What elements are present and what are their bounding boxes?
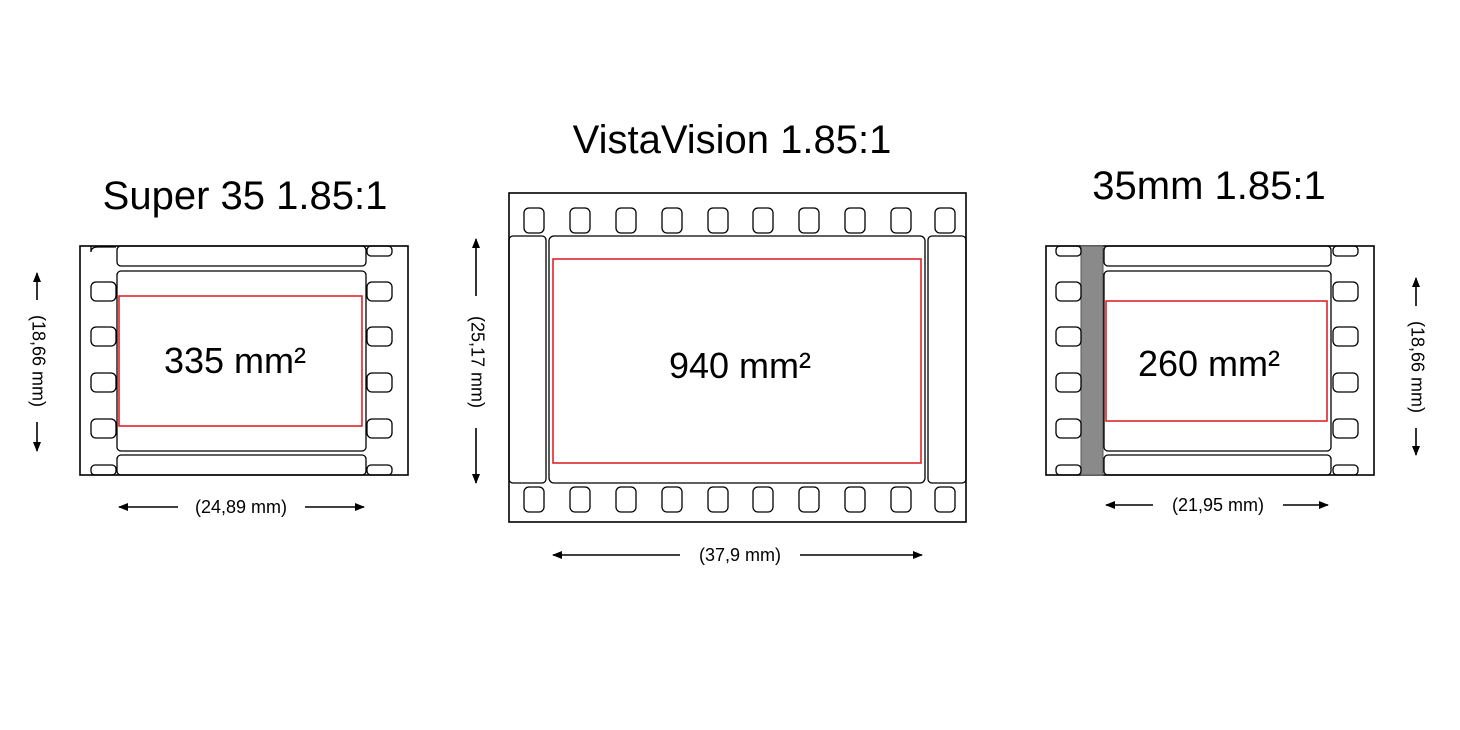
perforation <box>1055 418 1082 439</box>
perforation <box>1332 245 1359 257</box>
adjacent-frame-bottom <box>1103 454 1332 476</box>
perforation <box>661 486 683 513</box>
35mm-area-label: 260 mm² <box>1138 343 1280 384</box>
adjacent-frame-top <box>116 245 367 267</box>
perforation <box>1332 326 1359 347</box>
adjacent-frame-bottom <box>116 454 367 476</box>
perforation <box>366 245 393 257</box>
vistavision-title: VistaVision 1.85:1 <box>573 118 892 162</box>
perforation <box>523 486 545 513</box>
vistavision-width-label: (37,9 mm) <box>699 545 781 565</box>
super35-height-dimension: (18,66 mm) <box>28 272 48 452</box>
perforations-top <box>523 207 956 234</box>
35mm-width-label: (21,95 mm) <box>1172 495 1264 515</box>
35mm-height-dimension: (18,66 mm) <box>1407 277 1427 456</box>
perforation <box>90 464 117 476</box>
perforation <box>90 372 117 393</box>
perforation <box>1332 372 1359 393</box>
perforation <box>90 281 117 302</box>
perforation <box>366 281 393 302</box>
camera-frame <box>116 270 367 452</box>
perforation <box>798 207 820 234</box>
perforation <box>752 486 774 513</box>
35mm-width-dimension: (21,95 mm) <box>1105 495 1329 515</box>
super35-width-label: (24,89 mm) <box>195 497 287 517</box>
perforations-left <box>90 246 117 476</box>
perforation <box>661 207 683 234</box>
super35-film-strip: 335 mm² <box>79 245 409 476</box>
perforation <box>1332 464 1359 476</box>
perforation <box>707 207 729 234</box>
super35-height-label: (18,66 mm) <box>28 315 48 407</box>
perforations-bottom <box>523 486 956 513</box>
perforation <box>90 326 117 347</box>
perforation <box>366 418 393 439</box>
vistavision-diagram: VistaVision 1.85:1 940 mm² <box>467 118 967 565</box>
perforation <box>752 207 774 234</box>
vistavision-width-dimension: (37,9 mm) <box>552 545 923 565</box>
perforation <box>366 326 393 347</box>
perforation <box>366 372 393 393</box>
perforation <box>934 207 956 234</box>
perforation <box>844 486 866 513</box>
perforation <box>890 486 912 513</box>
perforation <box>707 486 729 513</box>
camera-frame <box>1103 270 1332 452</box>
camera-frame <box>548 235 926 484</box>
perforation <box>934 486 956 513</box>
35mm-film-strip: 260 mm² <box>1045 245 1375 476</box>
vistavision-film-strip: 940 mm² <box>508 192 967 523</box>
perforation <box>1332 281 1359 302</box>
perforation <box>569 207 591 234</box>
super35-diagram: Super 35 1.85:1 335 mm² <box>28 174 409 517</box>
35mm-height-label: (18,66 mm) <box>1407 321 1427 413</box>
image-area <box>118 295 363 427</box>
35mm-title: 35mm 1.85:1 <box>1092 164 1325 208</box>
perforation <box>615 207 637 234</box>
perforation <box>366 464 393 476</box>
perforation <box>523 207 545 234</box>
perforation <box>844 207 866 234</box>
vistavision-height-dimension: (25,17 mm) <box>467 238 487 484</box>
perforation <box>569 486 591 513</box>
perforations-right <box>366 245 393 476</box>
adjacent-frame-right <box>927 235 967 484</box>
perforation <box>1055 245 1082 257</box>
super35-width-dimension: (24,89 mm) <box>118 497 365 517</box>
super35-area-label: 335 mm² <box>164 340 306 381</box>
perforation <box>890 207 912 234</box>
vistavision-height-label: (25,17 mm) <box>467 316 487 408</box>
vistavision-area-label: 940 mm² <box>669 345 811 386</box>
perforation <box>1332 418 1359 439</box>
adjacent-frame-top <box>1103 245 1332 267</box>
image-area <box>552 258 922 464</box>
perforation <box>1055 326 1082 347</box>
adjacent-frame-left <box>508 235 547 484</box>
optical-sound-track <box>1080 245 1104 476</box>
perforations-right <box>1332 245 1359 476</box>
perforation <box>90 418 117 439</box>
perforation <box>615 486 637 513</box>
perforation <box>1055 464 1082 476</box>
image-area <box>1105 300 1328 422</box>
perforations-left <box>1055 245 1082 476</box>
perforation <box>798 486 820 513</box>
super35-title: Super 35 1.85:1 <box>103 174 388 218</box>
perforation <box>1055 372 1082 393</box>
perforation <box>1055 281 1082 302</box>
35mm-diagram: 35mm 1.85:1 260 mm² <box>1045 164 1427 515</box>
